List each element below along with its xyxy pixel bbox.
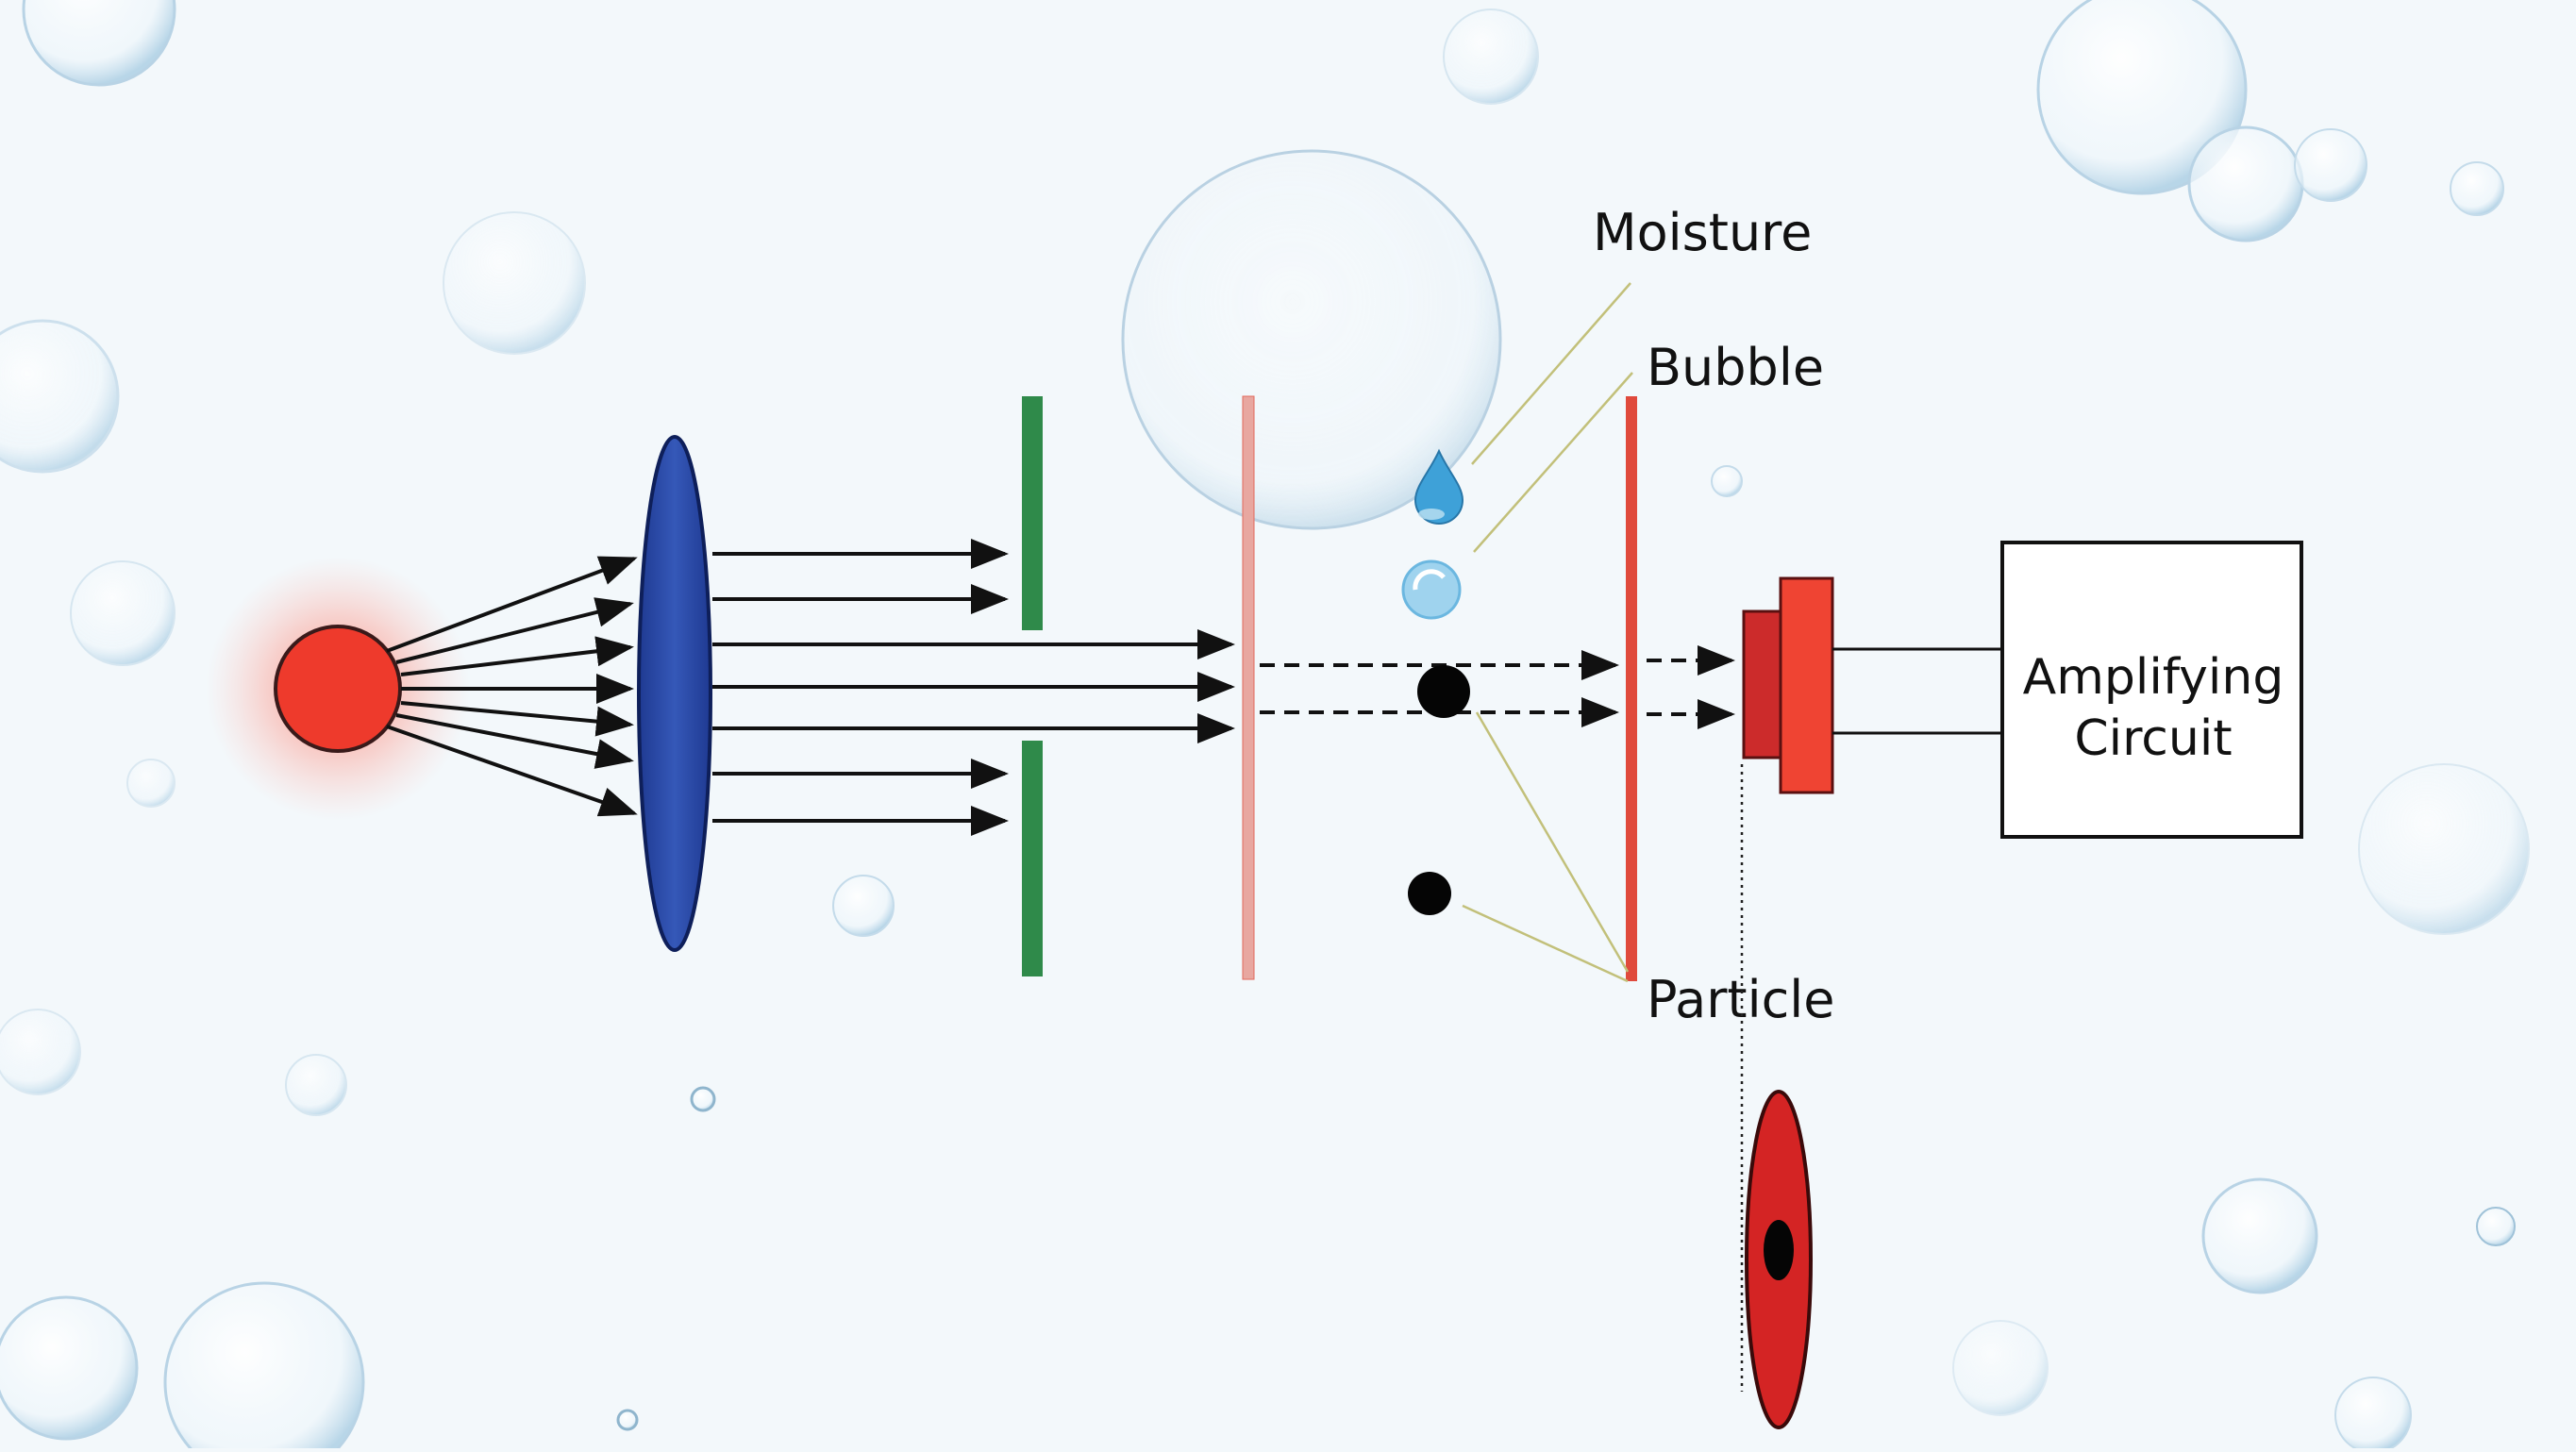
ray-2 [395,597,634,664]
bubble-highlight [1413,569,1446,591]
slit-bar-bottom [1022,741,1043,976]
particle-leader-1 [1475,711,1630,973]
bubble-icon [1401,559,1462,620]
ray-6 [395,713,634,769]
leader-lines [1462,282,1633,983]
water-droplet-icon [1413,448,1464,525]
particle-leader-2 [1462,904,1629,983]
scattered-rays [1260,645,1735,729]
signal-wires [1832,647,2002,735]
label-moisture: Moisture [1593,203,1812,262]
filter-screen [1626,396,1637,981]
ray-1 [386,556,638,653]
amplifying-circuit-box [2000,541,2303,839]
eye-icon [1745,1090,1813,1429]
particle-icon [1417,665,1470,718]
slit-aperture [1022,396,1043,976]
label-bubble: Bubble [1647,338,1824,397]
lens-icon [637,435,712,952]
particle-icon [1408,872,1451,915]
light-source-icon [206,557,470,821]
ray-5 [400,701,634,737]
photodetector-icon [1742,576,1834,794]
circuit-label-line2: Circuit [2074,710,2232,767]
bubble-leader [1473,372,1633,553]
sample-cell-wall [1242,395,1255,980]
diverging-rays [386,556,638,817]
moisture-leader [1471,282,1631,465]
parallel-rays [712,539,1235,836]
ray-3 [400,636,634,676]
droplet-reflection [1418,509,1445,520]
circuit-label-line1: Amplifying [2023,649,2284,706]
slit-bar-top [1022,396,1043,630]
ray-7 [386,725,638,817]
